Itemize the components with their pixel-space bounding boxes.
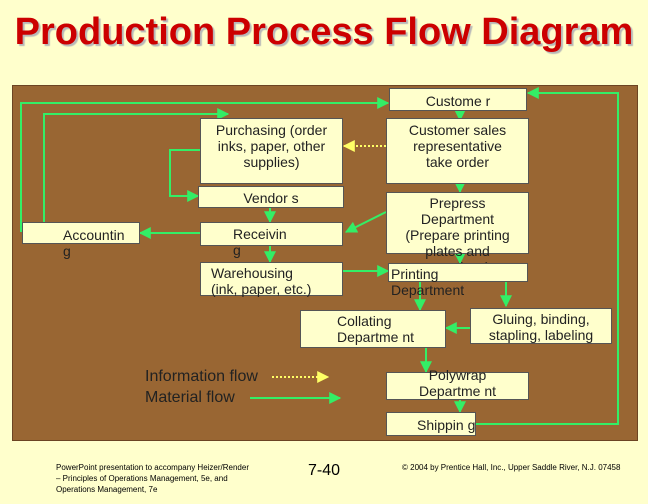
gluing-box: Gluing, binding, stapling, labeling bbox=[470, 308, 612, 344]
footer-left-text: PowerPoint presentation to accompany Hei… bbox=[56, 463, 249, 494]
receiving-label: Receivin g bbox=[233, 226, 287, 258]
customer-sales-rep-box: Customer sales representative take order bbox=[386, 118, 529, 184]
footer-slide-number: 7-40 bbox=[308, 462, 341, 479]
purchasing-box: Purchasing (order inks, paper, other sup… bbox=[200, 118, 343, 184]
flow-arrow-shipping-to-customer bbox=[476, 87, 619, 425]
printing-box: Printing Department bbox=[388, 263, 528, 298]
legend-material-flow: Material flow bbox=[145, 389, 235, 406]
warehousing-box: Warehousing (ink, paper, etc.) bbox=[200, 262, 343, 297]
polywrap-label: Polywrap Departme nt bbox=[418, 367, 497, 399]
slide-title: Production Process Flow Diagram bbox=[14, 11, 634, 53]
purchasing-label: Purchasing (order inks, paper, other sup… bbox=[215, 122, 328, 170]
customer-label: Custome r bbox=[425, 93, 491, 109]
printing-label: Printing Department bbox=[391, 266, 465, 298]
accounting-box: Accountin g bbox=[22, 222, 140, 259]
gluing-label: Gluing, binding, stapling, labeling bbox=[488, 311, 594, 343]
flow-arrow-purchasing-to-vendors bbox=[169, 149, 200, 202]
shipping-label: Shippin g bbox=[417, 417, 476, 433]
flow-arrow-sales-to-prepress-side bbox=[344, 211, 387, 233]
warehousing-label: Warehousing (ink, paper, etc.) bbox=[211, 265, 312, 297]
shipping-box: Shippin g bbox=[386, 412, 476, 436]
legend-information-flow: Information flow bbox=[145, 368, 258, 385]
flow-arrow-accounting-to-purchasing bbox=[43, 108, 230, 222]
vendors-label: Vendor s bbox=[243, 190, 299, 206]
flow-arrow-to-customer bbox=[20, 97, 390, 232]
customer-box: Custome r bbox=[389, 88, 527, 111]
collating-box: Collating Departme nt bbox=[300, 310, 446, 348]
receiving-box: Receivin g bbox=[200, 222, 343, 258]
prepress-box: Prepress Department (Prepare printing pl… bbox=[386, 192, 529, 275]
footer-right-text: © 2004 by Prentice Hall, Inc., Upper Sad… bbox=[402, 463, 621, 472]
polywrap-box: Polywrap Departme nt bbox=[386, 367, 529, 400]
customer-sales-rep-label: Customer sales representative take order bbox=[408, 122, 507, 170]
vendors-box: Vendor s bbox=[198, 186, 344, 208]
collating-label: Collating Departme nt bbox=[337, 313, 415, 345]
accounting-label: Accountin g bbox=[63, 227, 125, 259]
